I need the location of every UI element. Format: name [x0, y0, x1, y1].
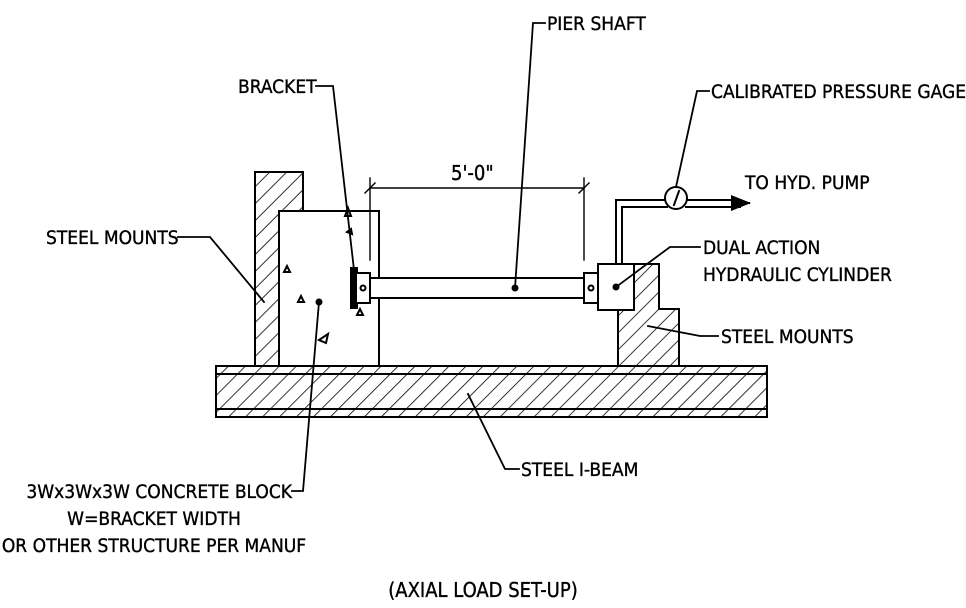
pier-shaft [369, 277, 585, 299]
diagram-caption: (AXIAL LOAD SET-UP) [388, 578, 577, 602]
steel-mounts-left-label: STEEL MOUNTS [46, 227, 179, 249]
bracket [350, 267, 371, 309]
pier-shaft-label: PIER SHAFT [547, 13, 646, 35]
calibrated-pressure-gage-label: CALIBRATED PRESSURE GAGE [711, 81, 966, 103]
dimension-line [364, 177, 590, 261]
dimension-label: 5'-0" [451, 161, 494, 185]
concrete-block-label-line3: OR OTHER STRUCTURE PER MANUF [2, 535, 306, 557]
cylinder-end-fitting [583, 272, 599, 304]
hydraulic-cylinder-label: HYDRAULIC CYLINDER [703, 264, 892, 286]
hydraulic-line [615, 195, 751, 265]
concrete-block-label-line2: W=BRACKET WIDTH [67, 508, 241, 530]
bracket-label: BRACKET [238, 76, 317, 98]
steel-i-beam [215, 365, 768, 418]
steel-i-beam-label: STEEL I-BEAM [521, 459, 638, 481]
to-hyd-pump-label: TO HYD. PUMP [744, 172, 870, 194]
dual-action-label: DUAL ACTION [703, 237, 820, 259]
leader-lines [177, 22, 719, 492]
concrete-block-label-line1: 3Wx3Wx3W CONCRETE BLOCK [26, 481, 292, 503]
pressure-gage [664, 186, 688, 210]
steel-mounts-right-label: STEEL MOUNTS [721, 326, 854, 348]
